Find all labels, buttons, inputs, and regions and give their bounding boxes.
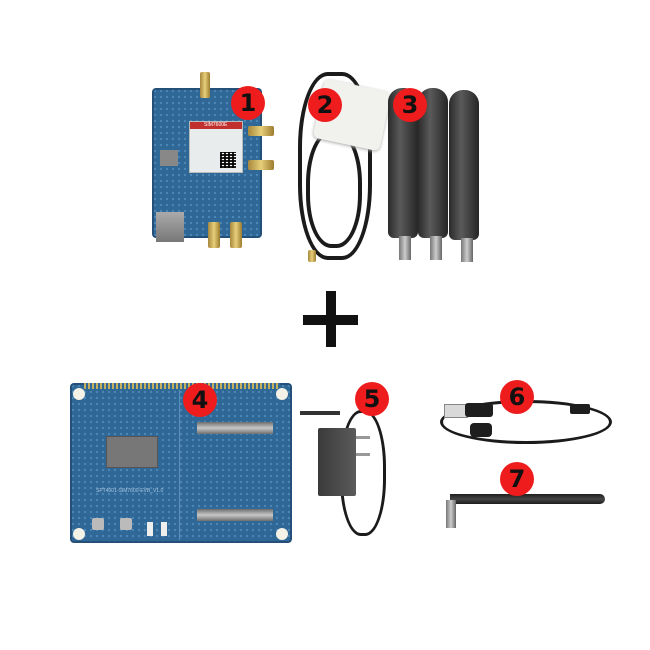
mounting-hole [73,388,85,400]
item-badge-6: 6 [500,380,534,414]
rubber-antenna [450,494,605,504]
plug-prong [356,436,370,439]
lte-module-chip: SIM7600E [189,121,243,173]
item-badge-7: 7 [500,462,534,496]
sim-card-holder [106,436,158,468]
mounting-hole [276,388,288,400]
board-label: SPT4001-SIM7600-EVB_V1.0 [96,488,164,494]
sma-connector [200,72,210,98]
item-badge-4: 4 [183,383,217,417]
sma-connector [248,126,274,136]
antenna-connector [399,236,411,260]
item-badge-5: 5 [355,382,389,416]
plus-sign [326,291,336,347]
mounting-hole [73,528,85,540]
pin-header [84,383,280,389]
gps-cable-coil [298,72,372,260]
micro-usb-plug [570,404,590,414]
board-to-board-connector [197,422,273,434]
item-badge-3: 3 [393,88,427,122]
sma-connector [248,160,274,170]
slide-switch [161,522,167,536]
mounting-hole [276,528,288,540]
gps-cable-coil [306,130,362,248]
ferrite-bead [470,423,492,437]
sma-connector [230,222,242,248]
item-badge-1: 1 [231,86,265,120]
usb-plug-housing [465,403,493,417]
antenna-connector [461,238,473,262]
sim-slot [160,150,178,166]
plug-prong [356,453,370,456]
ethernet-port [156,212,184,242]
power-adapter-body [318,428,356,496]
lte-antenna-3 [449,90,479,240]
push-button [92,518,104,530]
antenna-connector [446,500,456,528]
push-button [120,518,132,530]
antenna-connector [430,236,442,260]
board-to-board-connector [197,509,273,521]
gps-connector [308,250,316,262]
sma-connector [208,222,220,248]
module-label: SIM7600E [204,122,228,128]
item-badge-2: 2 [308,88,342,122]
slide-switch [147,522,153,536]
module-brand-strip [190,122,242,129]
board-divider [179,390,180,540]
dc-plug [300,411,340,415]
qr-code [220,152,236,168]
